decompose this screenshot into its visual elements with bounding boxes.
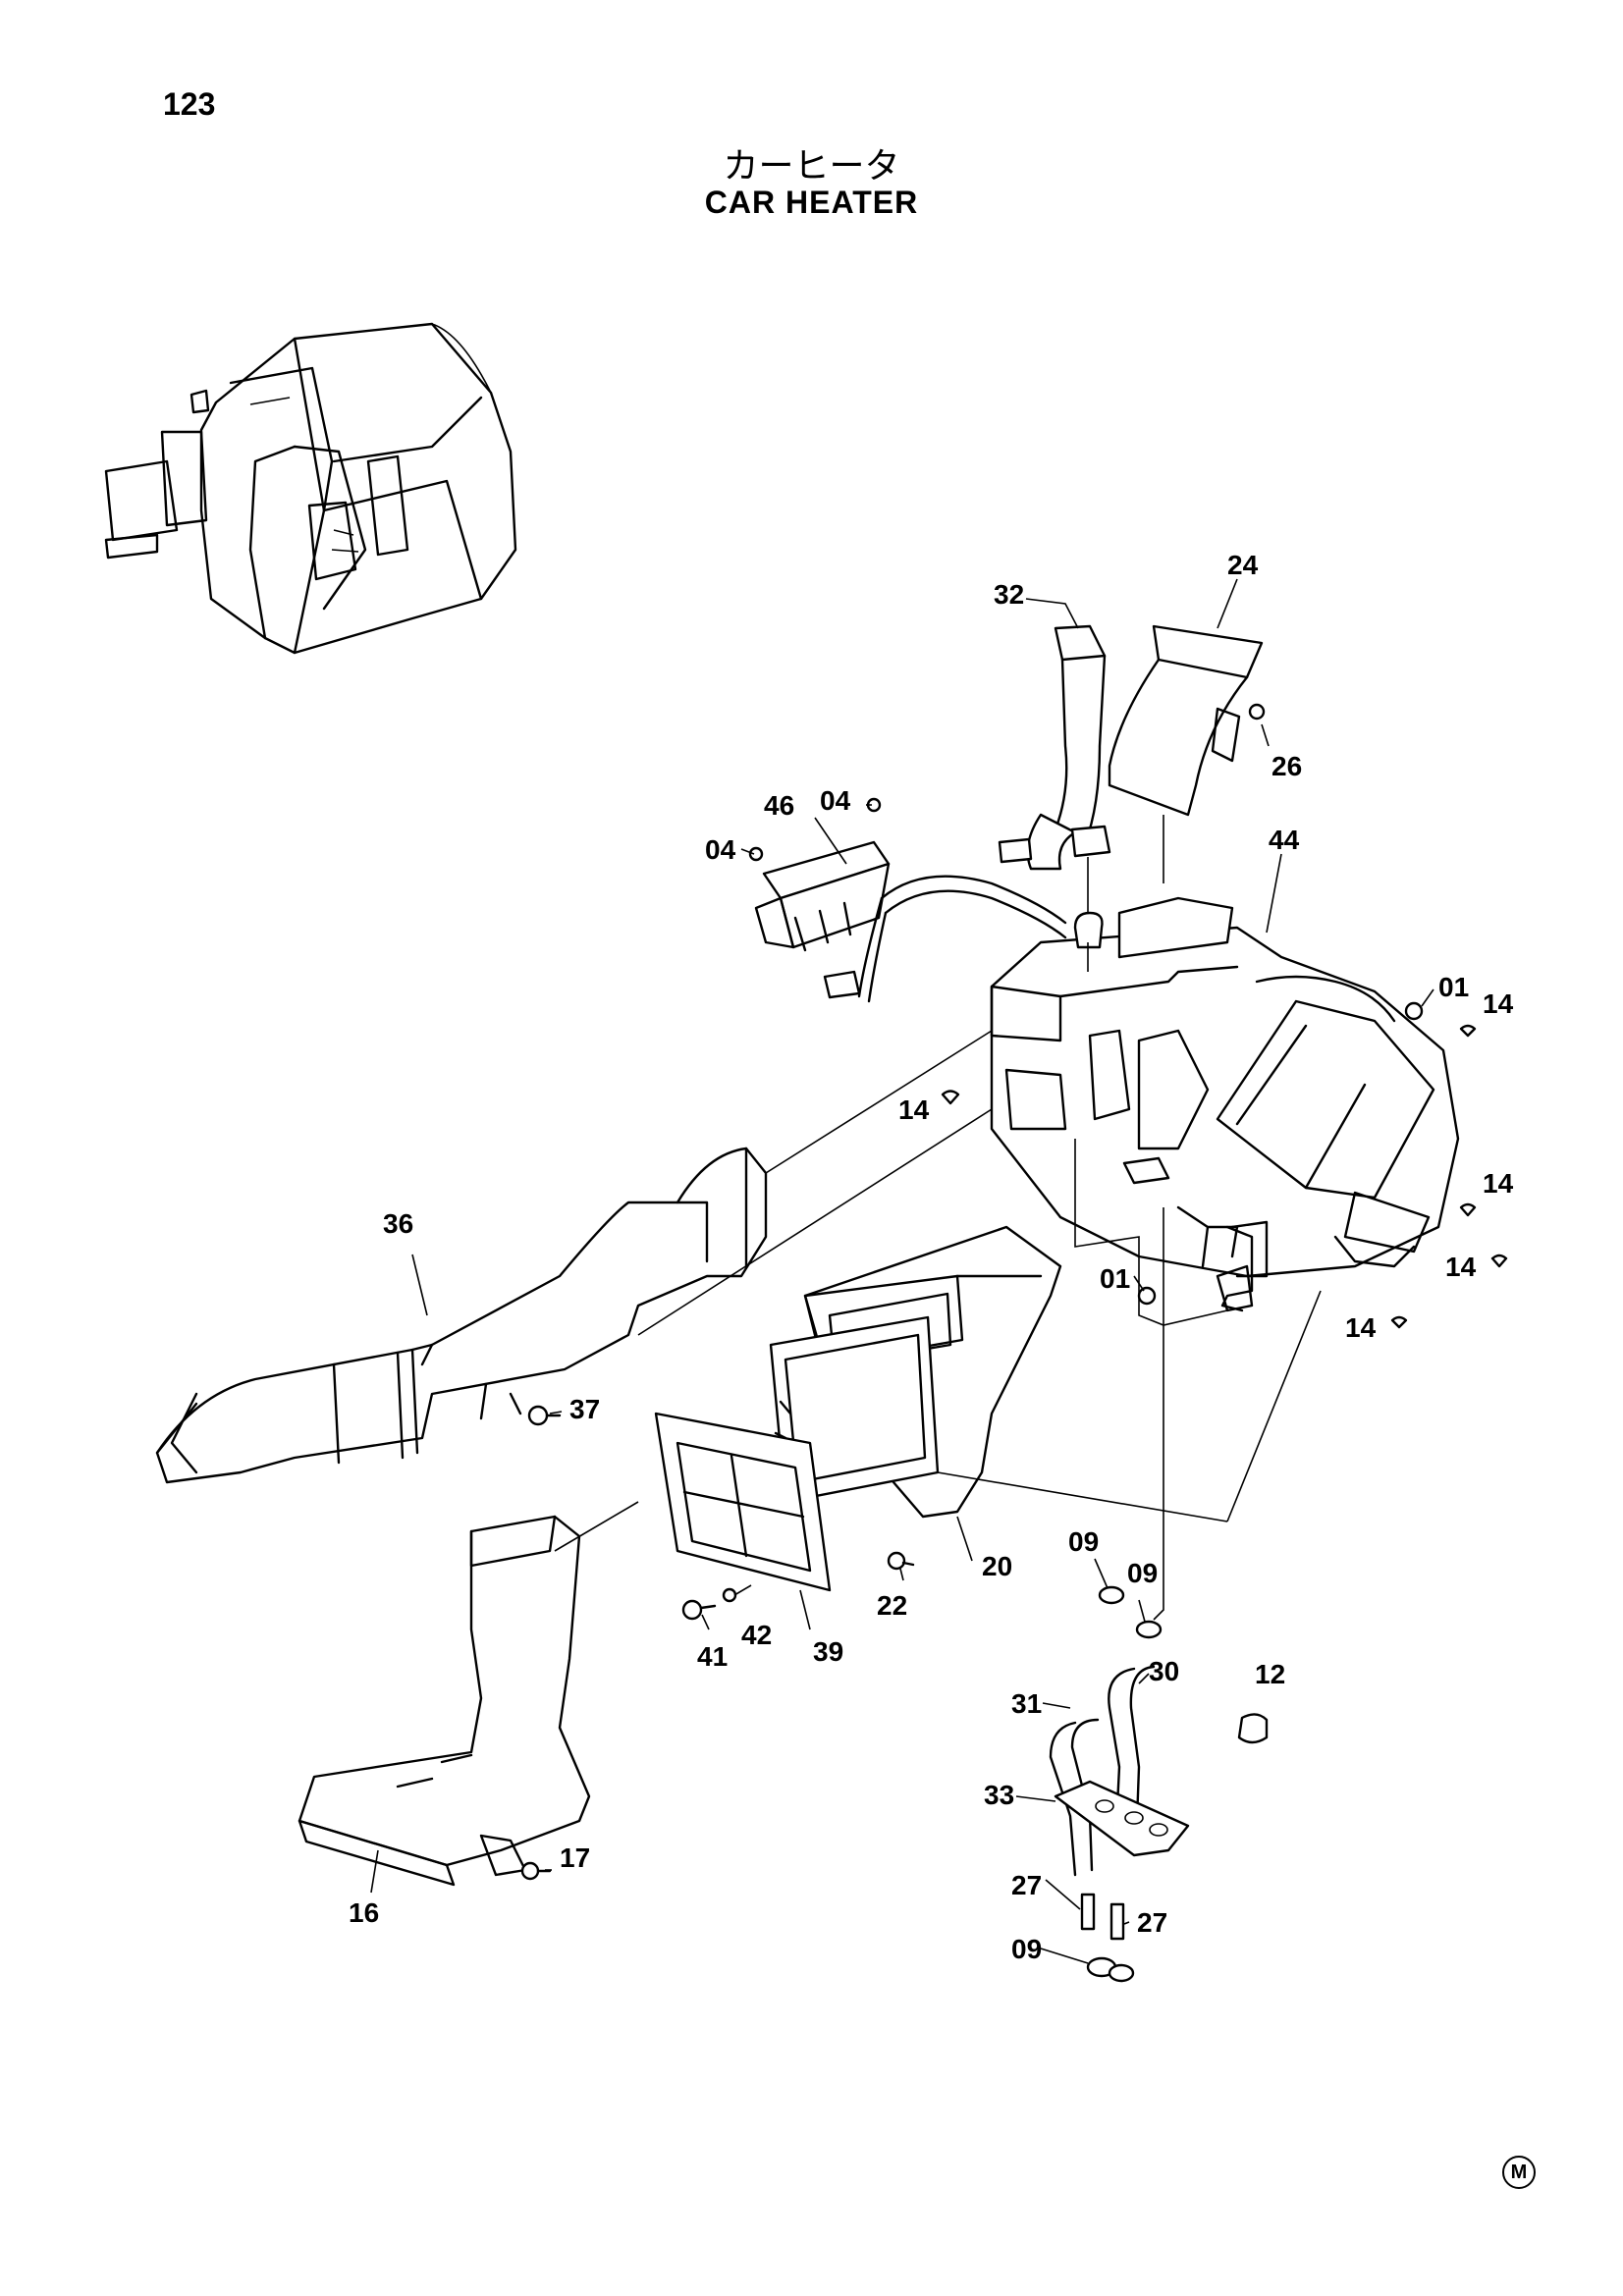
guide-lines [1074, 942, 1228, 1621]
excavator-key-view [104, 322, 517, 655]
part-41-clip [681, 1599, 717, 1621]
callout-12: 12 [1255, 1659, 1285, 1689]
callout-33: 33 [984, 1780, 1014, 1810]
callout-27-left: 27 [1011, 1870, 1042, 1900]
callout-14-right-mid: 14 [1483, 1168, 1514, 1199]
part-31-hose [1049, 1718, 1100, 1877]
title-english: CAR HEATER [704, 185, 919, 220]
callout-20: 20 [982, 1551, 1012, 1581]
part-39-filter [654, 1412, 832, 1592]
callout-42: 42 [741, 1620, 772, 1650]
callout-01-upper: 01 [1438, 972, 1469, 1002]
callout-39: 39 [813, 1636, 843, 1667]
callout-44: 44 [1269, 825, 1300, 855]
callout-14-right-upper: 14 [1483, 988, 1514, 1019]
callout-14-right-low: 14 [1445, 1252, 1477, 1282]
callout-36: 36 [383, 1208, 413, 1239]
page-number: 123 [163, 86, 216, 122]
callout-31: 31 [1011, 1688, 1042, 1719]
part-24-vent-duct [1108, 624, 1264, 883]
part-46-control-unit [754, 840, 891, 952]
small-fasteners [748, 703, 1508, 1329]
callout-09-upper-left: 09 [1068, 1526, 1099, 1557]
callout-14-center: 14 [898, 1095, 930, 1125]
part-32-defroster-duct [1026, 624, 1111, 942]
part-44-heater-unit [990, 896, 1460, 1312]
callout-04-upper: 04 [820, 785, 851, 816]
part-09-clamps [1086, 1585, 1163, 1983]
callout-09-upper-right: 09 [1127, 1558, 1158, 1588]
callout-46: 46 [764, 790, 794, 821]
callout-32: 32 [994, 579, 1024, 610]
part-36-main-duct [155, 1030, 993, 1484]
callout-17: 17 [560, 1842, 590, 1873]
callout-labels: 32 24 26 46 04 04 44 01 14 14 14 14 14 3… [349, 550, 1514, 1964]
part-17-bolt [520, 1861, 552, 1881]
part-22-screw [887, 1551, 915, 1571]
part-12-cap [1237, 1713, 1269, 1744]
callout-37: 37 [569, 1394, 600, 1424]
part-30-hose [1108, 1665, 1156, 1828]
callout-16: 16 [349, 1897, 379, 1928]
callout-09-lower: 09 [1011, 1934, 1042, 1964]
callout-24: 24 [1227, 550, 1259, 580]
callout-30: 30 [1149, 1656, 1179, 1686]
wiring-harness [823, 837, 1067, 1003]
part-16-floor-duct [298, 1501, 639, 1887]
callout-01-lower: 01 [1100, 1263, 1130, 1294]
part-27-pipes [1080, 1893, 1125, 1941]
callout-04-left: 04 [705, 834, 736, 865]
part-42-grommet [722, 1587, 737, 1603]
part-37-bolt [527, 1405, 562, 1426]
part-33-plate [1054, 1780, 1190, 1857]
callout-14-bottom: 14 [1345, 1312, 1377, 1343]
callout-27-right: 27 [1137, 1907, 1167, 1938]
m-mark: M [1502, 2156, 1536, 2189]
callout-22: 22 [877, 1590, 907, 1621]
callout-41: 41 [697, 1641, 728, 1672]
title-japanese: カーヒータ [723, 146, 900, 187]
leader-lines [370, 578, 1434, 1964]
part-01-bracket [1220, 1225, 1254, 1312]
callout-26: 26 [1271, 751, 1302, 781]
